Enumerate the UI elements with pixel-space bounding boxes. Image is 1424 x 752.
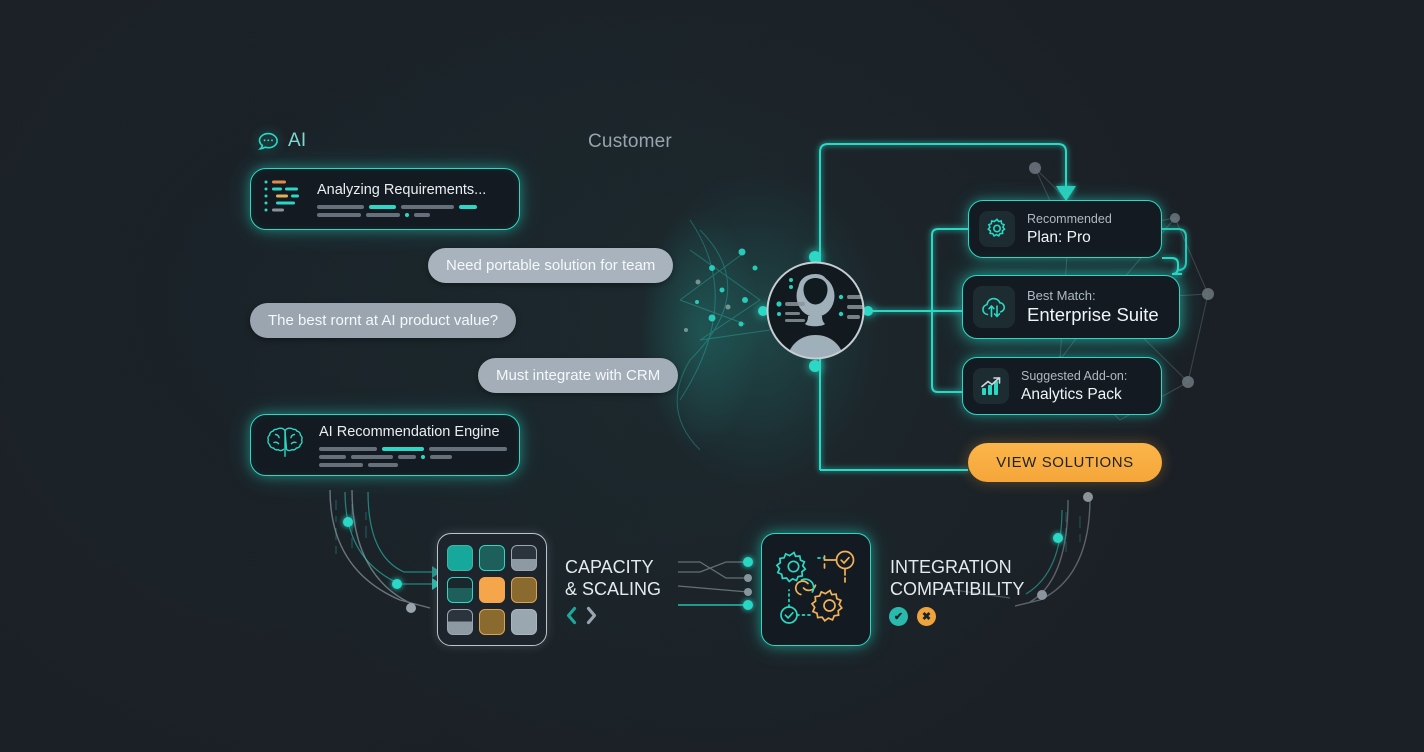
- cross-badge-icon[interactable]: ✖: [917, 607, 936, 626]
- customer-header-label: Customer: [588, 131, 672, 152]
- integration-title-line1: INTEGRATION: [890, 557, 1012, 577]
- integration-title-line2: COMPATIBILITY: [890, 579, 1025, 599]
- ai-card-recommendation-engine[interactable]: AI Recommendation Engine: [250, 414, 520, 476]
- ai-header-label: AI: [288, 130, 307, 151]
- capacity-title-line1: CAPACITY: [565, 557, 654, 577]
- skeleton-bars: [317, 204, 507, 217]
- capacity-scaling-panel[interactable]: [437, 533, 547, 646]
- customer-avatar[interactable]: [763, 258, 868, 363]
- integration-compatibility-panel[interactable]: [761, 533, 871, 646]
- chevron-right-icon[interactable]: [585, 606, 598, 630]
- capacity-title-line2: & SCALING: [565, 579, 662, 599]
- recommendation-value: Enterprise Suite: [1027, 304, 1159, 325]
- ai-card-analyzing[interactable]: Analyzing Requirements...: [250, 168, 520, 230]
- brain-icon: [263, 423, 307, 468]
- gears-network-icon: [772, 542, 860, 637]
- skeleton-bars: [319, 446, 507, 467]
- integration-status-badges: ✔ ✖: [889, 607, 936, 626]
- recommendation-value: Plan: Pro: [1027, 228, 1091, 246]
- tile: [479, 608, 505, 635]
- capacity-nav-chevrons[interactable]: [565, 606, 598, 630]
- recommendation-card-plan[interactable]: Recommended Plan: Pro: [968, 200, 1162, 258]
- ai-card-title: Analyzing Requirements...: [317, 181, 487, 198]
- customer-message-bubble[interactable]: Must integrate with CRM: [478, 358, 679, 393]
- tile: [447, 576, 473, 603]
- recommendation-card-best-match[interactable]: Best Match: Enterprise Suite: [962, 275, 1180, 339]
- tile: [447, 544, 473, 571]
- check-badge-icon[interactable]: ✔: [889, 607, 908, 626]
- recommendation-label: Best Match:: [1027, 288, 1096, 303]
- tile: [447, 608, 473, 635]
- chevron-left-icon[interactable]: [565, 606, 578, 630]
- recommendation-label: Recommended: [1027, 211, 1112, 226]
- ai-card-title: AI Recommendation Engine: [319, 423, 500, 440]
- customer-message-bubble[interactable]: The best rornt at AI product value?: [250, 303, 517, 338]
- cloud-sync-icon: [973, 286, 1015, 328]
- gear-icon: [979, 211, 1015, 247]
- view-solutions-button[interactable]: VIEW SOLUTIONS: [968, 443, 1162, 482]
- recommendation-value: Analytics Pack: [1021, 385, 1122, 403]
- chat-bubble-icon: [258, 132, 279, 151]
- tile: [511, 576, 537, 603]
- integration-compatibility-title: INTEGRATION COMPATIBILITY: [890, 556, 1024, 600]
- recommendation-card-addon[interactable]: Suggested Add-on: Analytics Pack: [962, 357, 1162, 415]
- customer-message-bubble[interactable]: Need portable solution for team: [428, 248, 674, 283]
- grid-tiles-icon: [447, 544, 537, 635]
- capacity-scaling-title: CAPACITY & SCALING: [565, 556, 661, 600]
- tile: [511, 608, 537, 635]
- bar-chart-growth-icon: [973, 368, 1009, 404]
- ai-header: AI: [258, 130, 306, 152]
- tile: [479, 544, 505, 571]
- tile: [511, 544, 537, 571]
- tile: [479, 576, 505, 603]
- code-lines-icon: [263, 177, 305, 222]
- recommendation-label: Suggested Add-on:: [1021, 368, 1128, 383]
